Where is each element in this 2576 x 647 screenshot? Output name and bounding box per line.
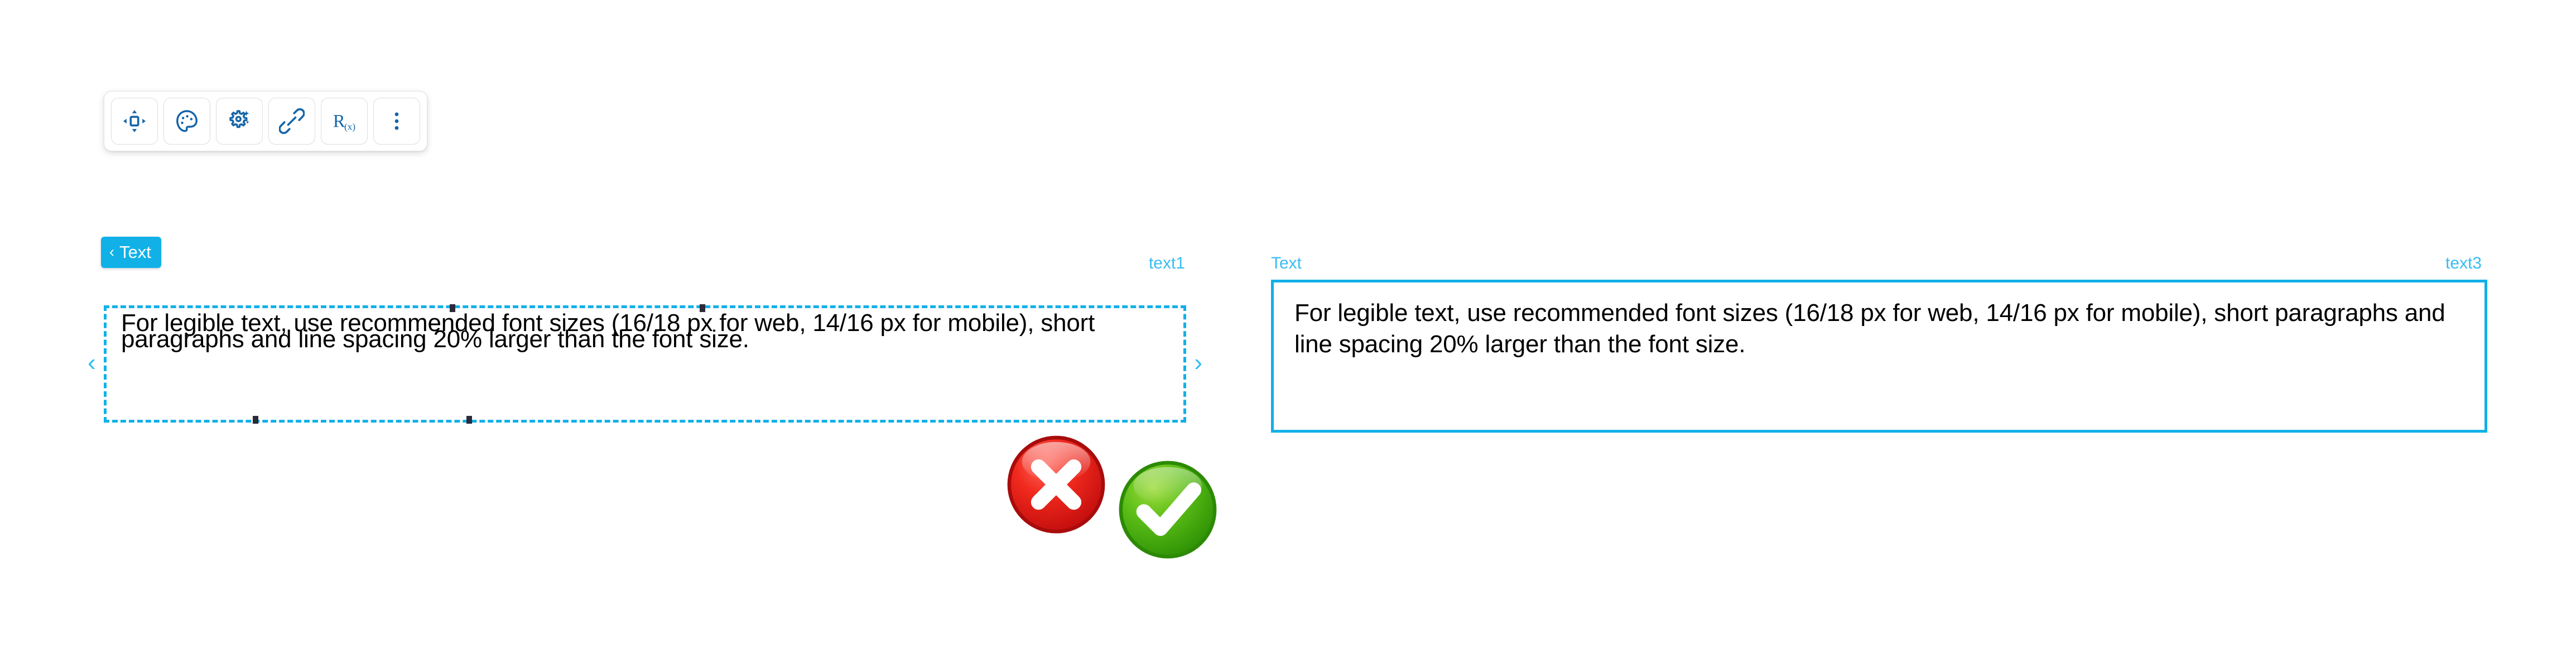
formula-rx-icon: R (x) — [331, 108, 357, 134]
breadcrumb-label: Text — [119, 242, 151, 262]
bad-example-group: text1 For legible text, use recommended … — [88, 254, 1202, 477]
more-options-icon — [384, 108, 410, 134]
link-button[interactable] — [268, 98, 315, 145]
move-resize-icon — [122, 108, 147, 134]
resize-handle-bottom-1[interactable] — [253, 416, 258, 424]
resize-handle-top-1[interactable] — [450, 304, 455, 312]
element-toolbar[interactable]: R (x) — [104, 91, 427, 151]
right-text-content: For legible text, use recommended font s… — [1294, 299, 2445, 358]
right-text-element[interactable]: For legible text, use recommended font s… — [1271, 280, 2487, 433]
resize-handle-bottom-2[interactable] — [466, 416, 472, 424]
svg-text:R: R — [333, 112, 345, 132]
move-resize-button[interactable] — [111, 98, 158, 145]
left-text-content: For legible text, use recommended font s… — [121, 309, 1095, 353]
palette-button[interactable] — [163, 98, 210, 145]
svg-text:(x): (x) — [344, 121, 355, 132]
palette-icon — [174, 108, 200, 134]
error-cross-icon — [1004, 433, 1108, 536]
resize-handle-top-2[interactable] — [700, 304, 705, 312]
right-element-type-label: Text — [1271, 254, 1302, 272]
more-options-button[interactable] — [373, 98, 420, 145]
success-check-icon — [1116, 458, 1220, 562]
resize-handle-left-icon[interactable]: ‹ — [88, 349, 96, 376]
left-element-id-label: text1 — [1148, 254, 1185, 272]
gear-sparkle-icon — [227, 108, 252, 134]
breadcrumb-text-pill[interactable]: ‹ Text — [101, 237, 161, 268]
link-icon — [279, 108, 305, 134]
left-text-element-selected[interactable]: For legible text, use recommended font s… — [88, 304, 1202, 424]
smart-settings-button[interactable] — [216, 98, 263, 145]
chevron-left-icon: ‹ — [109, 243, 114, 260]
formula-button[interactable]: R (x) — [321, 98, 368, 145]
right-element-id-label: text3 — [2445, 254, 2482, 272]
resize-handle-right-icon[interactable]: › — [1194, 349, 1202, 376]
good-example-group: Text text3 For legible text, use recomme… — [1265, 254, 2487, 511]
